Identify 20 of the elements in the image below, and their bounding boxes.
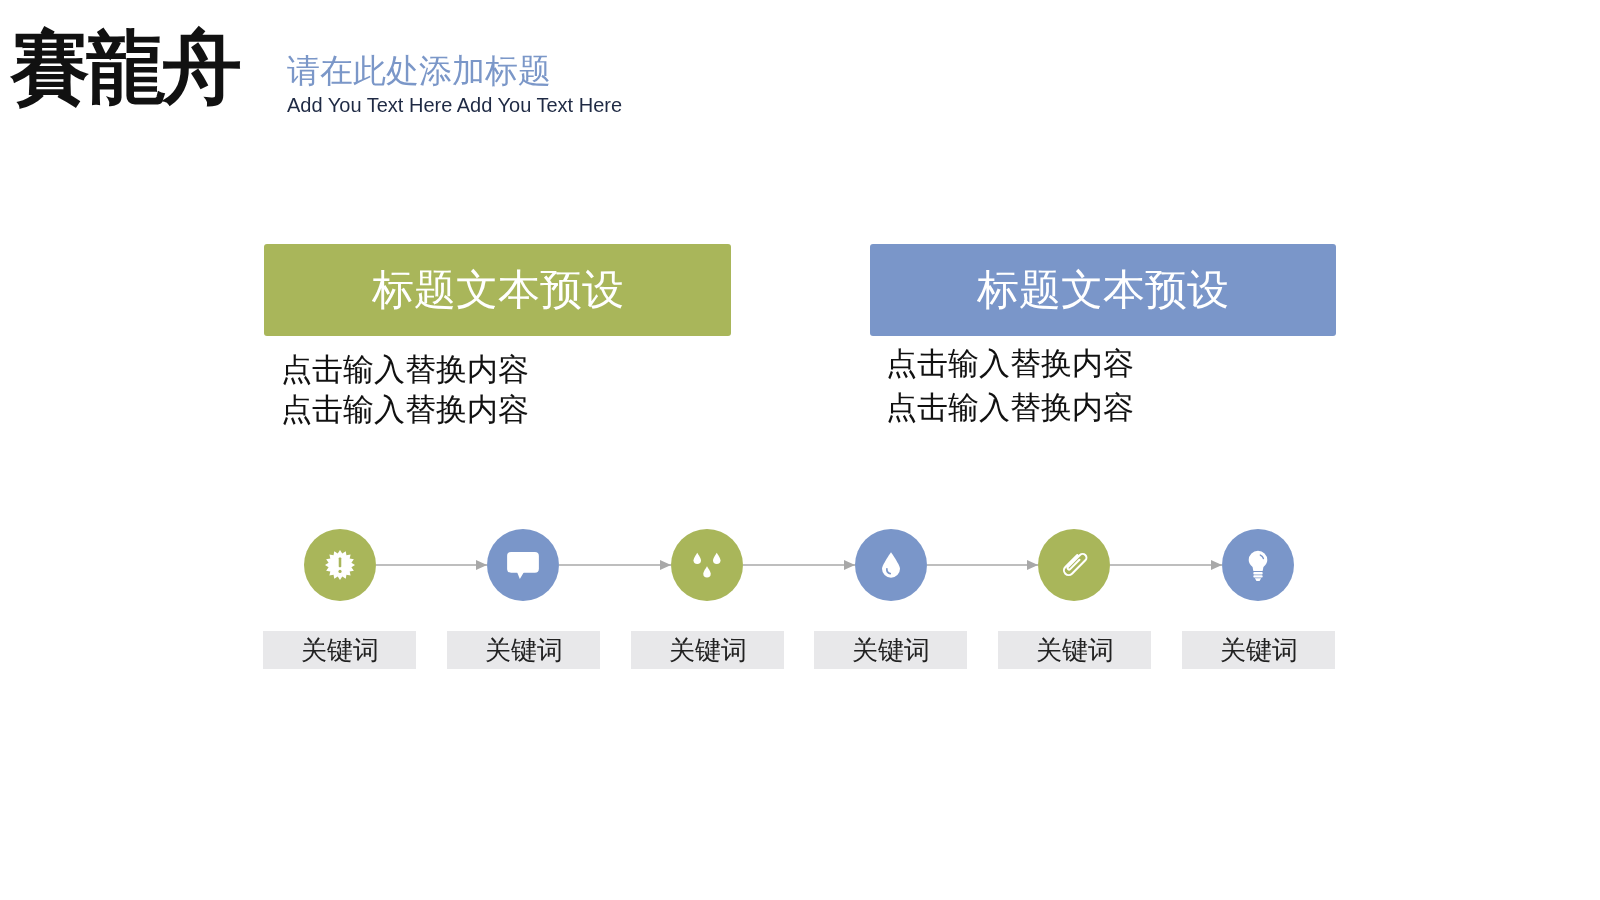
keyword-tag: 关键词 (998, 631, 1151, 669)
keyword-tag: 关键词 (631, 631, 784, 669)
body-text: 点击输入替换内容 (281, 352, 529, 388)
keyword-tag: 关键词 (263, 631, 416, 669)
calligraphy-heading: 賽龍舟 (10, 23, 238, 114)
keyword-tag: 关键词 (447, 631, 600, 669)
keyword-tag: 关键词 (814, 631, 967, 669)
body-text: 点击输入替换内容 (886, 346, 1134, 382)
body-text: 点击输入替换内容 (281, 392, 529, 428)
arrow (926, 560, 1039, 570)
keyword-tag: 关键词 (1182, 631, 1335, 669)
subtitle-text: Add You Text Here Add You Text Here (287, 94, 623, 117)
heading-banner: 标题文本预设 (264, 244, 731, 336)
arrow (375, 560, 488, 570)
arrow (1109, 560, 1223, 570)
heading-banner: 标题文本预设 (870, 244, 1336, 336)
arrow (558, 560, 672, 570)
body-text: 点击输入替换内容 (886, 390, 1134, 426)
slide-title: 请在此处添加标题 (287, 52, 551, 90)
arrow (742, 560, 856, 570)
